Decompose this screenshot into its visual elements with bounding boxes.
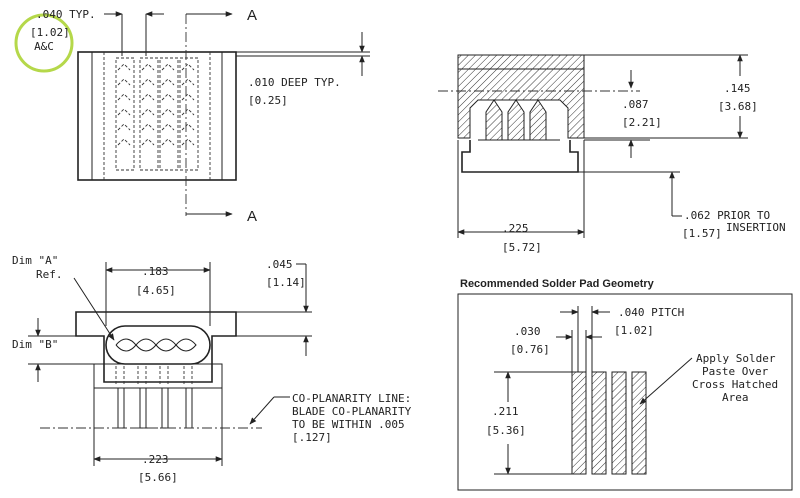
- solder-pad-title: Recommended Solder Pad Geometry: [460, 278, 655, 290]
- prior-note: INSERTION: [726, 221, 786, 234]
- slot-width-dim-mm: [4.65]: [136, 284, 176, 297]
- depth-dim: .010 DEEP TYP.: [248, 76, 341, 89]
- contact-leads: [93, 363, 223, 429]
- coplanarity-note-1: CO-PLANARITY LINE:: [292, 392, 411, 405]
- paste-note-4: Area: [722, 391, 749, 404]
- paste-note-3: Cross Hatched: [692, 378, 778, 391]
- solder-pad-1: [571, 371, 587, 475]
- pad-width-dim: .030: [514, 325, 541, 338]
- solder-pad-frame: [457, 293, 793, 491]
- contact-profile: [115, 338, 197, 352]
- dim-a-label: Dim "A": [12, 254, 58, 267]
- section-view: .087 [2.21] .145 [3.68] .225 [5.72] .062…: [438, 54, 786, 254]
- section-width-dim: .225: [502, 222, 529, 235]
- section-label-bottom: A: [247, 208, 257, 225]
- paste-note-1: Apply Solder: [696, 352, 776, 365]
- solder-pad-4: [631, 371, 647, 475]
- total-height-dim: .145: [724, 82, 751, 95]
- end-view: CO-PLANARITY LINE: BLADE CO-PLANARITY TO…: [12, 254, 412, 484]
- depth-dim-mm: [0.25]: [248, 94, 288, 107]
- pitch-dim: .040 TYP.: [36, 8, 96, 21]
- solder-pad-2: [591, 371, 607, 475]
- pad-width-dim-mm: [0.76]: [510, 343, 550, 356]
- inner-height-dim: .087: [622, 98, 649, 111]
- end-view-body: [75, 311, 237, 383]
- company-logo: A&C: [14, 13, 74, 73]
- overall-width-dim-mm: [5.66]: [138, 471, 178, 484]
- dim-b-label: Dim "B": [12, 338, 58, 351]
- solder-pad-geometry: Recommended Solder Pad Geometry .040 PIT…: [457, 278, 793, 491]
- coplanarity-note-4: [.127]: [292, 431, 332, 444]
- pad-length-dim-mm: [5.36]: [486, 424, 526, 437]
- prior-dim-mm: [1.57]: [682, 227, 722, 240]
- top-plan-view: .040 TYP. [1.02] A A .010 DEEP TYP. [0.2…: [30, 7, 370, 225]
- coplanarity-note-3: TO BE WITHIN .005: [292, 418, 405, 431]
- contact-teeth: [485, 99, 547, 140]
- pad-length-dim: .211: [492, 405, 519, 418]
- pitch-dim-mm: [1.02]: [30, 26, 70, 39]
- section-label-top: A: [247, 7, 257, 24]
- logo-text: A&C: [34, 40, 54, 53]
- coplanarity-note-2: BLADE CO-PLANARITY: [292, 405, 412, 418]
- slot-width-dim: .183: [142, 265, 169, 278]
- solder-pad-3: [611, 371, 627, 475]
- pad-pitch-dim-mm: [1.02]: [614, 324, 654, 337]
- step-height-dim-mm: [1.14]: [266, 276, 306, 289]
- step-height-dim: .045: [266, 258, 293, 271]
- overall-width-dim: .223: [142, 453, 169, 466]
- section-width-dim-mm: [5.72]: [502, 241, 542, 254]
- slot-outline: [105, 325, 211, 365]
- inner-height-dim-mm: [2.21]: [622, 116, 662, 129]
- base-outline: [461, 140, 579, 173]
- prior-dim: .062 PRIOR TO: [684, 209, 770, 222]
- pad-pitch-dim: .040 PITCH: [618, 306, 684, 319]
- total-height-dim-mm: [3.68]: [718, 100, 758, 113]
- housing-section: [457, 54, 585, 139]
- housing-outline: [77, 51, 237, 181]
- paste-note-2: Paste Over: [702, 365, 769, 378]
- dim-a-ref: Ref.: [36, 268, 63, 281]
